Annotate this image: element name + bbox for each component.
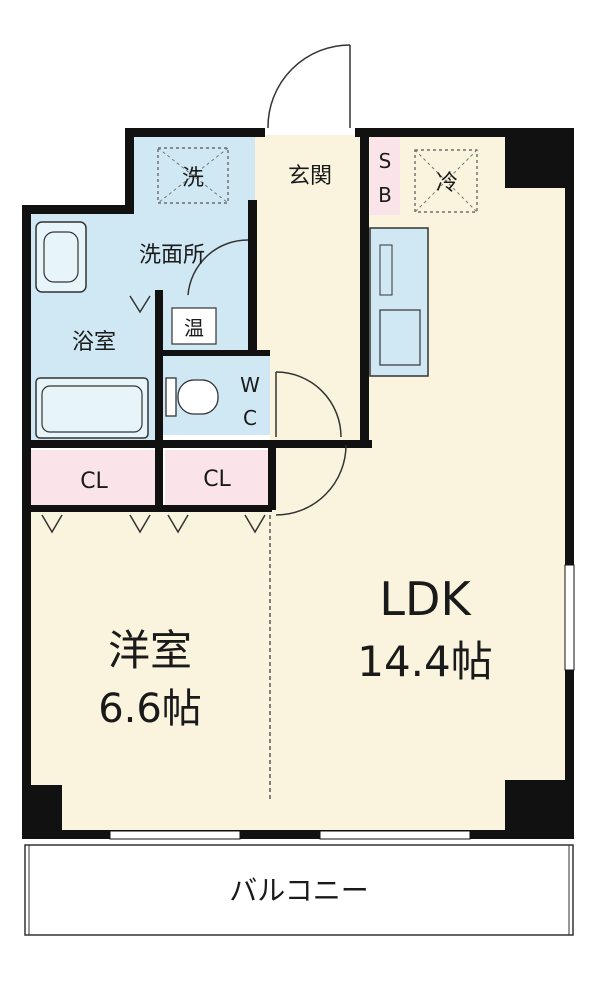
label-ldk-size: 14.4帖 — [357, 637, 493, 686]
fridge-space-icon — [414, 149, 478, 213]
kitchen-counter — [369, 227, 429, 377]
bathtub-icon — [35, 377, 149, 439]
kitchen-sink-icon — [379, 309, 421, 366]
label-water-heater: 温 — [184, 316, 204, 340]
label-ldk-name: LDK — [379, 572, 472, 626]
label-wash: 洗 — [182, 166, 204, 191]
label-fridge: 冷 — [436, 171, 458, 196]
label-western-name: 洋室 — [108, 626, 192, 675]
toilet-tank-icon — [165, 377, 177, 417]
water-heater-box — [171, 307, 217, 345]
wash-basin-icon — [35, 221, 87, 293]
sb-floor — [370, 135, 400, 215]
bath-door — [129, 295, 151, 314]
label-wc-top: W — [240, 373, 260, 397]
label-wc-bottom: C — [243, 406, 257, 430]
wc-door — [275, 371, 342, 438]
entrance-floor — [255, 135, 365, 435]
label-sb-bottom: B — [378, 183, 392, 207]
closet-fold-doors — [41, 514, 266, 534]
label-entrance: 玄関 — [288, 164, 332, 189]
western-room-floor — [30, 510, 270, 835]
label-closet-right: CL — [203, 467, 231, 492]
windows — [109, 564, 575, 840]
balcony — [24, 844, 574, 936]
walls — [22, 128, 574, 839]
washer-pan-icon — [157, 147, 229, 204]
label-balcony: バルコニー — [229, 874, 368, 907]
closet-right-floor — [165, 450, 270, 505]
label-sb-top: S — [379, 149, 392, 173]
label-closet-left: CL — [80, 469, 108, 494]
label-western-size: 6.6帖 — [98, 686, 202, 732]
washroom-door — [187, 239, 249, 296]
ldk-door — [275, 444, 347, 516]
toilet-bowl-icon — [177, 379, 219, 415]
label-washroom: 洗面所 — [139, 243, 205, 268]
label-bath: 浴室 — [72, 330, 116, 355]
front-door — [267, 44, 351, 129]
closet-left-floor — [30, 450, 160, 505]
